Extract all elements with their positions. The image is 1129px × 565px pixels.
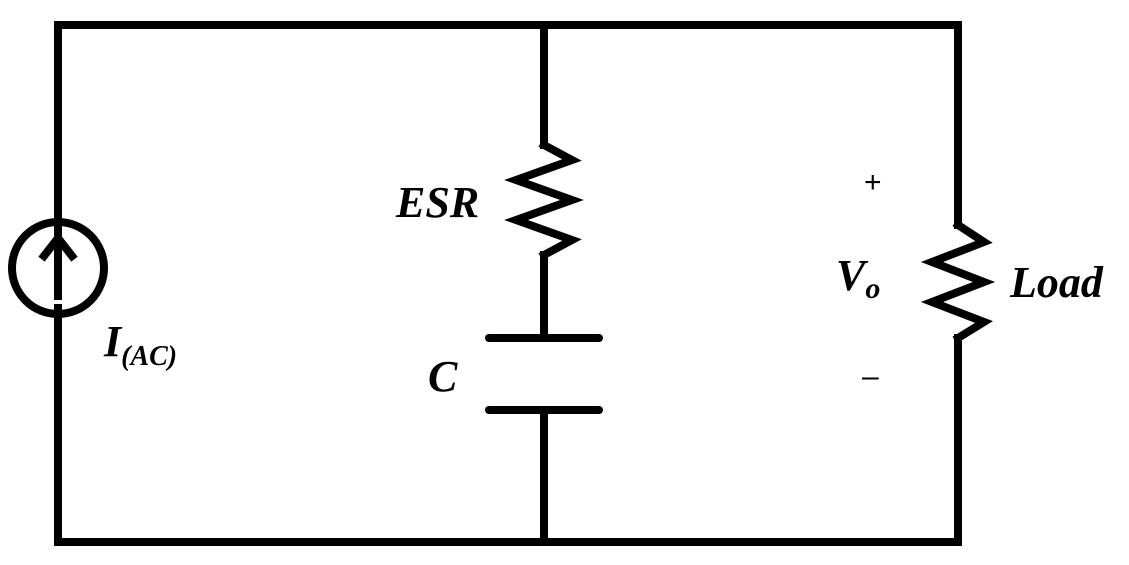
minus-sign: – [862, 360, 879, 393]
load-label: Load [1009, 258, 1104, 307]
up-arrow-icon [38, 231, 78, 300]
load-resistor [920, 219, 996, 344]
source-label: I(AC) [103, 317, 177, 372]
source-label-sub: (AC) [121, 341, 177, 372]
esr-label: ESR [395, 178, 479, 227]
output-voltage-main: V [836, 251, 869, 300]
output-voltage-label: Vo [836, 251, 880, 305]
current-source-circle [8, 218, 108, 318]
esr-resistor [504, 139, 584, 261]
plus-sign: + [864, 166, 882, 199]
output-voltage-sub: o [865, 272, 880, 305]
capacitor-label: C [428, 352, 458, 401]
source-label-main: I [103, 317, 123, 366]
current-source [8, 218, 108, 318]
